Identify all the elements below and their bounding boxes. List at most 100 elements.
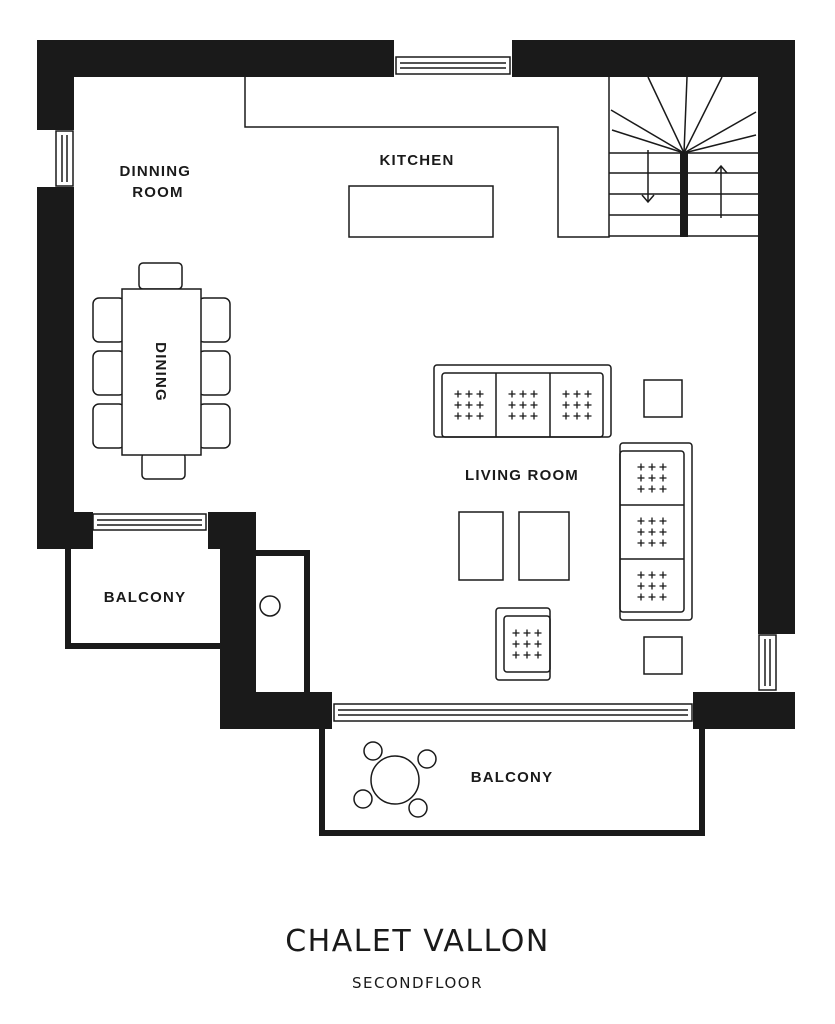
tuft-mark	[584, 412, 592, 420]
chair-left-1	[92, 297, 126, 343]
tuft-mark	[637, 571, 645, 579]
plan-subtitle: SECONDFLOOR	[351, 974, 484, 992]
window-top	[395, 56, 511, 75]
tuft-mark	[573, 390, 581, 398]
coffee-table-right	[518, 511, 570, 581]
tuft-mark	[530, 401, 538, 409]
tuft-mark	[573, 401, 581, 409]
sofa-right	[619, 442, 693, 621]
stair-handrail	[680, 153, 688, 237]
tuft-mark	[659, 517, 667, 525]
side-table-top	[643, 379, 683, 418]
tuft-mark	[508, 401, 516, 409]
balcony-bottom-railing	[319, 716, 705, 836]
kitchen	[244, 77, 610, 238]
chair-top	[138, 262, 183, 290]
tuft-mark	[476, 412, 484, 420]
tuft-mark	[648, 528, 656, 536]
tuft-mark	[648, 485, 656, 493]
tuft-mark	[637, 517, 645, 525]
drain-icon	[259, 595, 281, 617]
tuft-mark	[476, 390, 484, 398]
wall-top-left	[37, 40, 394, 77]
tuft-mark	[584, 390, 592, 398]
tuft-mark	[465, 401, 473, 409]
wall-right-upper	[758, 40, 795, 634]
chair-left-2	[92, 350, 126, 396]
tuft-mark	[648, 539, 656, 547]
stool-2	[417, 749, 437, 769]
stool-1	[363, 741, 383, 761]
tuft-mark	[476, 401, 484, 409]
coffee-table-left	[458, 511, 504, 581]
tuft-mark	[637, 474, 645, 482]
tuft-mark	[519, 390, 527, 398]
chair-left-3	[92, 403, 126, 449]
chair-right-2	[197, 350, 231, 396]
wall-right-stub	[758, 692, 795, 729]
tuft-mark	[659, 593, 667, 601]
kitchen-counter	[244, 77, 610, 238]
tuft-mark	[573, 412, 581, 420]
tuft-mark	[534, 651, 542, 659]
tuft-mark	[454, 412, 462, 420]
chair-right-3	[197, 403, 231, 449]
tuft-mark	[465, 412, 473, 420]
tuft-mark	[637, 528, 645, 536]
tuft-mark	[637, 582, 645, 590]
tuft-mark	[637, 593, 645, 601]
label-dining-room: DINNING ROOM	[119, 163, 196, 201]
tuft-mark	[530, 390, 538, 398]
tuft-mark	[637, 463, 645, 471]
label-balcony-left: BALCONY	[104, 589, 187, 606]
tuft-mark	[512, 640, 520, 648]
tuft-mark	[523, 640, 531, 648]
chair-bottom	[141, 452, 186, 480]
tuft-mark	[523, 629, 531, 637]
tuft-mark	[562, 401, 570, 409]
stool-4	[408, 798, 428, 818]
windows	[55, 56, 777, 722]
plan-title: CHALET VALLON	[285, 924, 550, 959]
wall-left-upper	[37, 40, 74, 130]
tuft-mark	[508, 390, 516, 398]
balconies	[65, 530, 705, 836]
tuft-mark	[659, 539, 667, 547]
tuft-mark	[562, 390, 570, 398]
tuft-mark	[530, 412, 538, 420]
tuft-mark	[659, 582, 667, 590]
label-kitchen: KITCHEN	[379, 152, 454, 169]
wall-left-lower	[37, 187, 74, 549]
kitchen-island	[348, 185, 494, 238]
tuft-mark	[648, 517, 656, 525]
window-left	[55, 130, 74, 187]
tuft-mark	[523, 651, 531, 659]
tuft-mark	[508, 412, 516, 420]
living-furniture	[433, 364, 693, 681]
tuft-mark	[648, 593, 656, 601]
tuft-mark	[534, 629, 542, 637]
tuft-mark	[659, 528, 667, 536]
wall-top-right	[512, 40, 795, 77]
tuft-mark	[584, 401, 592, 409]
tuft-mark	[637, 539, 645, 547]
tuft-mark	[519, 401, 527, 409]
wall-bottom-left	[220, 692, 332, 729]
cushion-tufts	[454, 390, 667, 659]
tuft-mark	[454, 390, 462, 398]
label-dining-table: DINING	[152, 342, 169, 402]
balcony-table-set	[353, 741, 437, 818]
round-table	[370, 755, 420, 805]
chair-right-1	[197, 297, 231, 343]
tuft-mark	[465, 390, 473, 398]
tuft-mark	[659, 485, 667, 493]
tuft-mark	[519, 412, 527, 420]
tuft-mark	[562, 412, 570, 420]
tuft-mark	[659, 571, 667, 579]
tuft-mark	[659, 463, 667, 471]
tuft-mark	[659, 474, 667, 482]
balcony-left-railing	[65, 530, 220, 649]
tuft-mark	[648, 463, 656, 471]
label-balcony-bottom: BALCONY	[471, 769, 554, 786]
